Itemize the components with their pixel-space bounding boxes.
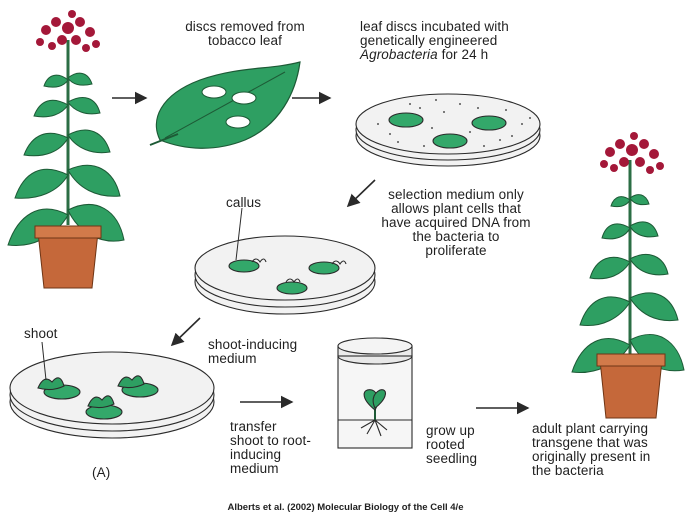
- tobacco-leaf-icon: [150, 62, 300, 148]
- label-callus: callus: [226, 196, 261, 210]
- petri-dish-selection-icon: [195, 236, 375, 314]
- label-shoot-medium: shoot-inducing medium: [208, 338, 297, 366]
- adult-plant-icon: [572, 160, 684, 373]
- petri-dish-incubation-icon: [356, 94, 540, 166]
- label-incubated: leaf discs incubated with genetically en…: [360, 20, 600, 62]
- label-shoot: shoot: [24, 327, 58, 341]
- agrobacteria-term: Agrobacteria: [360, 47, 438, 62]
- petri-dish-shoot-icon: [10, 352, 214, 438]
- tobacco-plant-icon: [8, 40, 124, 246]
- label-transfer: transfer shoot to root- inducing medium: [230, 420, 311, 476]
- adult-pot-icon: [597, 354, 665, 418]
- seedling-jar-icon: [338, 338, 412, 448]
- adult-flower-cluster-icon: [600, 132, 664, 174]
- label-grow: grow up rooted seedling: [426, 424, 477, 466]
- label-selection: selection medium only allows plant cells…: [356, 188, 556, 258]
- label-discs-removed: discs removed from tobacco leaf: [160, 20, 330, 48]
- pot-icon: [35, 226, 101, 288]
- panel-label: (A): [92, 466, 110, 480]
- source-caption: Alberts et al. (2002) Molecular Biology …: [0, 502, 691, 513]
- label-adult-plant: adult plant carrying transgene that was …: [532, 422, 688, 478]
